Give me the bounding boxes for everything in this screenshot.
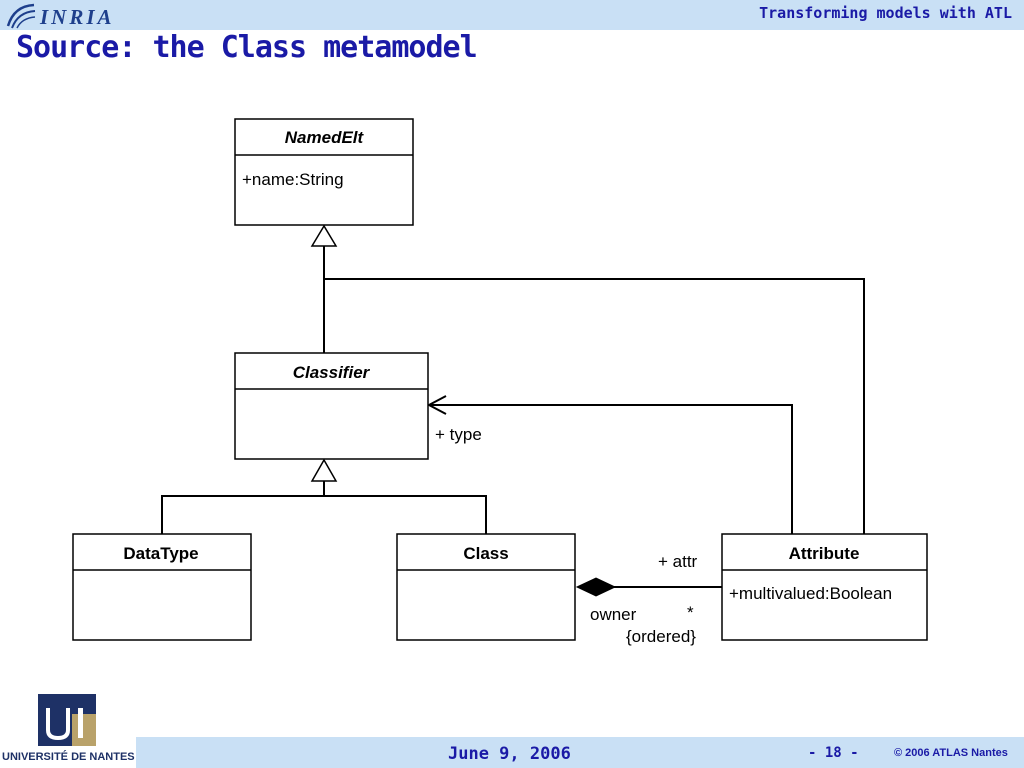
inria-logo: INRIA	[4, 2, 154, 30]
class-name-attribute: Attribute	[789, 544, 860, 563]
copyright: © 2006 ATLAS Nantes	[894, 747, 1008, 759]
slide-title: Source: the Class metamodel	[16, 30, 478, 65]
footer-date: June 9, 2006	[448, 744, 571, 764]
class-name-class: Class	[463, 544, 508, 563]
class-box-namedelt: NamedElt +name:String	[234, 118, 414, 226]
header-bar	[0, 0, 1024, 30]
multiplicity-label: *	[687, 603, 694, 622]
class-box-attribute: Attribute +multivalued:Boolean	[721, 533, 928, 641]
class-name-datatype: DataType	[123, 544, 198, 563]
constraint-ordered: {ordered}	[626, 627, 696, 646]
generalization-triangle-classifier	[310, 458, 338, 482]
composition-diamond	[575, 577, 617, 597]
role-label-owner: owner	[590, 605, 637, 624]
association-type-arrowhead	[426, 395, 447, 415]
role-label-type: + type	[435, 425, 482, 444]
class-name-namedelt: NamedElt	[285, 128, 365, 147]
generalization-bus	[161, 495, 487, 534]
page-number: - 18 -	[808, 745, 859, 761]
university-logo-icon	[38, 694, 96, 746]
generalization-attribute-namedelt	[324, 278, 865, 534]
presentation-title: Transforming models with ATL	[759, 4, 1012, 22]
attribute-name: +name:String	[242, 170, 344, 189]
attribute-multivalued: +multivalued:Boolean	[729, 584, 892, 603]
inria-logo-text: INRIA	[40, 5, 115, 29]
class-box-classifier: Classifier	[234, 352, 429, 460]
class-name-classifier: Classifier	[293, 363, 371, 382]
inria-emblem-icon	[6, 3, 36, 29]
generalization-triangle-namedelt	[310, 224, 338, 247]
class-box-class: Class	[396, 533, 576, 641]
university-name: UNIVERSITÉ DE NANTES	[2, 751, 135, 763]
class-box-datatype: DataType	[72, 533, 252, 641]
footer-bar	[136, 737, 1024, 768]
association-type	[429, 404, 793, 534]
role-label-attr: + attr	[658, 552, 698, 571]
